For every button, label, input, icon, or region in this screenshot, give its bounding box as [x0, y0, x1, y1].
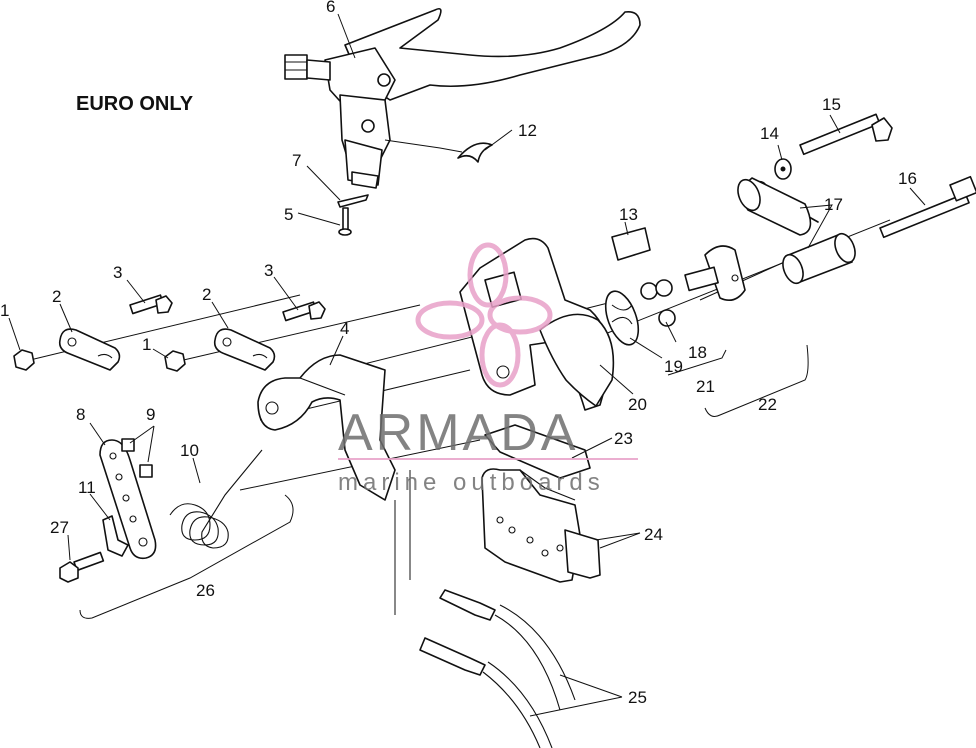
pad-spring-part — [484, 424, 591, 479]
callout-26: 9 — [146, 405, 155, 424]
callout-23: 27 — [50, 518, 69, 537]
callout-14: 18 — [688, 343, 707, 362]
bolt-right-part — [282, 301, 326, 322]
callout-labels: 6 12 7 5 13 14 15 16 17 1 2 3 2 3 1 4 18… — [0, 0, 917, 707]
callout-27: 10 — [180, 441, 199, 460]
lever-plate-part — [99, 439, 157, 560]
callout-12: 16 — [898, 169, 917, 188]
cam-plate-part — [604, 290, 640, 346]
callout-19: 23 — [614, 429, 633, 448]
link-right-part — [213, 328, 276, 371]
washer-small-part — [337, 194, 369, 208]
callout-10: 14 — [760, 124, 779, 143]
nut-left-part — [13, 349, 35, 371]
clip-part — [457, 142, 493, 163]
caliper-body-part — [459, 237, 615, 411]
callout-3-left: 3 — [113, 263, 122, 282]
callout-5: 5 — [284, 205, 293, 224]
washer-part — [774, 158, 792, 180]
callout-25: 8 — [76, 405, 85, 424]
callout-17: 21 — [696, 377, 715, 396]
shim-plate-part — [611, 227, 651, 261]
callout-1-left: 1 — [0, 301, 9, 320]
callout-11: 15 — [822, 95, 841, 114]
watermark-tagline: marine outboards — [338, 469, 605, 496]
watermark-brand: ARMADA — [338, 404, 578, 462]
sleeve-lower-part — [782, 232, 856, 285]
armada-watermark: ARMADA marine outboards — [338, 242, 638, 496]
callout-22: 26 — [196, 581, 215, 600]
bolt-small-part — [59, 551, 105, 583]
nut-right-part — [164, 350, 186, 372]
callout-24: 11 — [78, 478, 96, 497]
callout-21: 25 — [628, 688, 647, 707]
callout-8: 12 — [518, 121, 537, 140]
callout-18: 22 — [758, 395, 777, 414]
bolt-left-part — [129, 294, 173, 315]
callout-2-left: 2 — [52, 287, 61, 306]
brake-cables-part — [419, 589, 576, 748]
bolt-long-upper-part — [799, 113, 893, 156]
clip-retainer-part — [102, 515, 129, 557]
euro-only-heading: EURO ONLY — [76, 93, 194, 115]
link-left-part — [58, 328, 121, 371]
callout-13: 17 — [824, 195, 843, 214]
actuator-shaft-part — [684, 245, 746, 301]
screw-small-part — [338, 207, 352, 236]
callout-7: 6 — [326, 0, 335, 16]
callout-2-right: 2 — [202, 285, 211, 304]
callout-15: 19 — [664, 357, 683, 376]
torsion-spring-part — [169, 449, 263, 549]
callout-3-right: 3 — [264, 261, 273, 280]
callout-16: 20 — [628, 395, 647, 414]
bolt-long-lower-part — [879, 175, 976, 239]
callout-1-right: 1 — [142, 335, 151, 354]
sleeve-upper-part — [737, 177, 819, 236]
watermark-logo-icon — [415, 242, 553, 388]
callout-6: 7 — [292, 151, 301, 170]
brake-lever-assembly — [284, 7, 641, 189]
callout-4: 4 — [340, 319, 349, 338]
leader-lines — [8, 13, 926, 717]
callout-20: 24 — [644, 525, 663, 544]
mounting-bracket-part — [257, 354, 396, 501]
callout-9: 13 — [619, 205, 638, 224]
steel-balls-part — [640, 279, 676, 327]
brake-pads-part — [481, 468, 601, 583]
